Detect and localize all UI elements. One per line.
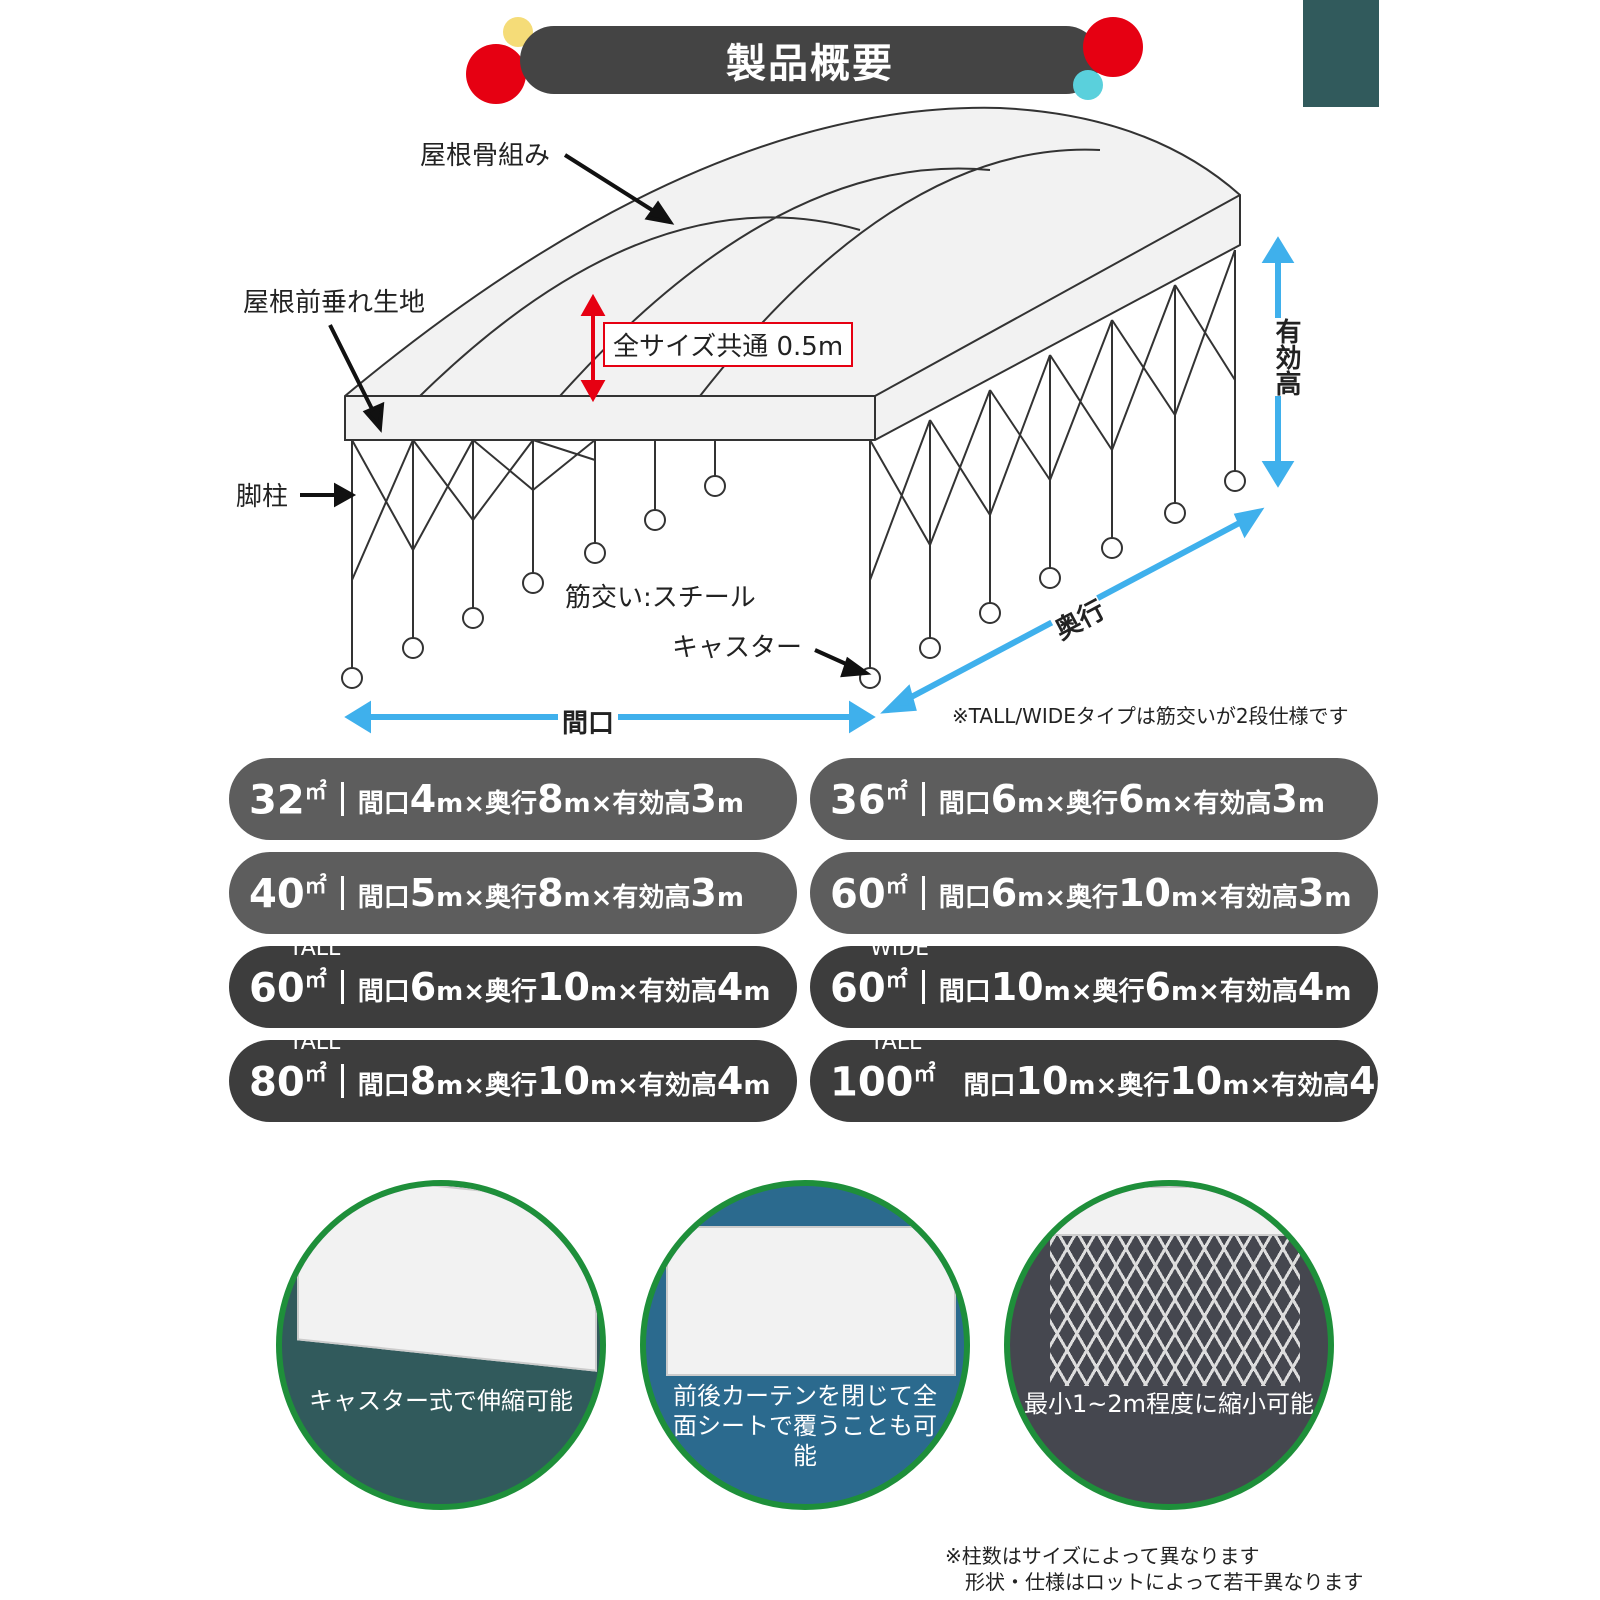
- separator: [921, 876, 925, 910]
- feature-curtain: 前後カーテンを閉じて全面シートで覆うことも可能: [640, 1180, 970, 1510]
- label-roof-valance: 屋根前垂れ生地: [243, 288, 426, 318]
- diagram-note: ※TALL/WIDEタイプは筋交いが2段仕様です: [952, 704, 1349, 728]
- page-title: 製品概要: [520, 26, 1100, 94]
- dimensions: 間口8m×奥行10m×有効高4m: [357, 1059, 771, 1103]
- footer-note-1: ※柱数はサイズによって異なります: [945, 1544, 1260, 1568]
- separator: [340, 782, 344, 816]
- dimensions: 間口4m×奥行8m×有効高3m: [357, 777, 744, 821]
- tent-diagram: [300, 106, 1295, 734]
- label-caster: キャスター: [672, 633, 803, 663]
- tent-photo: [297, 1186, 597, 1372]
- dimensions: 間口10m×奥行6m×有効高4m: [938, 965, 1352, 1009]
- type-badge: TALL: [870, 1030, 922, 1056]
- label-brace: 筋交い:スチール: [565, 583, 756, 613]
- label-common-size: 全サイズ共通 0.5m: [603, 322, 854, 367]
- feature-compact: 最小1~2m程度に縮小可能: [1004, 1180, 1334, 1510]
- type-badge: TALL: [289, 936, 341, 962]
- area-value: 36㎡: [830, 777, 908, 824]
- dimensions: 間口6m×奥行10m×有効高3m: [938, 871, 1352, 915]
- frame-photo: [1050, 1236, 1300, 1386]
- area-value: 40㎡: [249, 871, 327, 918]
- dimensions: 間口5m×奥行8m×有効高3m: [357, 871, 744, 915]
- decor-dot: [1073, 70, 1103, 100]
- area-value: 32㎡: [249, 777, 327, 824]
- feature-caster: キャスター式で伸縮可能: [276, 1180, 606, 1510]
- footer-note-2: 形状・仕様はロットによって若干異なります: [965, 1570, 1364, 1594]
- area-value: 60㎡: [830, 871, 908, 918]
- decor-dot: [466, 44, 526, 104]
- label-roof-frame: 屋根骨組み: [420, 141, 551, 171]
- corner-block: [1303, 0, 1379, 107]
- dimensions: 間口6m×奥行6m×有効高3m: [938, 777, 1325, 821]
- tent-photo: [666, 1226, 956, 1376]
- decor-dot: [1083, 17, 1143, 77]
- label-leg: 脚柱: [236, 482, 289, 512]
- dimensions: 間口10m×奥行10m×有効高4m: [963, 1059, 1403, 1103]
- separator: [340, 970, 344, 1004]
- type-badge: WIDE: [870, 936, 930, 962]
- type-badge: TALL: [289, 1030, 341, 1056]
- separator: [921, 970, 925, 1004]
- label-height: 有効高: [1268, 318, 1305, 396]
- dimensions: 間口6m×奥行10m×有効高4m: [357, 965, 771, 1009]
- separator: [340, 1064, 344, 1098]
- separator: [921, 782, 925, 816]
- separator: [340, 876, 344, 910]
- label-width: 間口: [558, 703, 619, 740]
- tent-photo: [1050, 1186, 1300, 1236]
